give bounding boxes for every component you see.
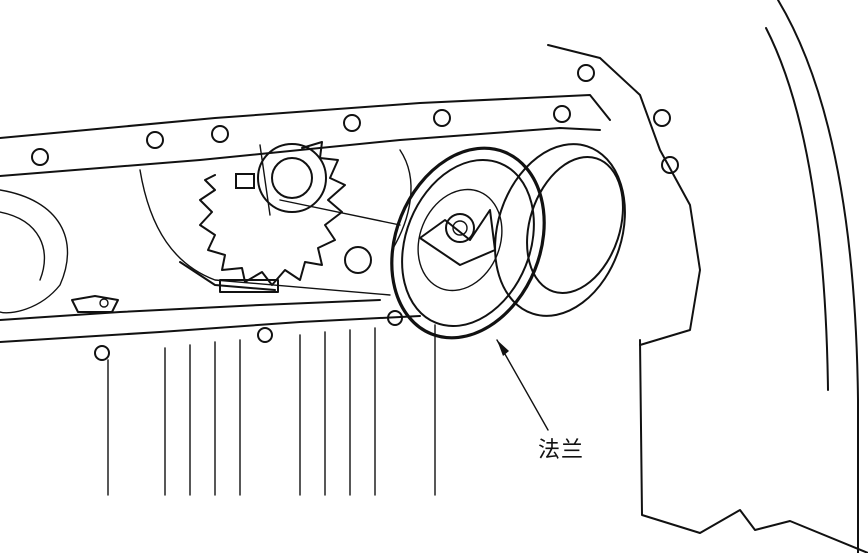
oil-pan-ribs <box>107 324 436 496</box>
flange-leader <box>496 339 549 431</box>
tensioner-bolt <box>344 246 372 274</box>
bolt-hole <box>211 125 229 143</box>
bolt-hole <box>653 109 671 127</box>
flange-callout-label: 法兰 <box>538 438 585 463</box>
cover-bolt-holes <box>31 64 679 174</box>
bolt-hole <box>577 64 595 82</box>
pulley-nut <box>445 213 475 243</box>
crank-sprocket <box>199 141 346 286</box>
link-bracket <box>219 279 279 293</box>
sprocket-key <box>235 173 255 189</box>
bolt-hole <box>553 105 571 123</box>
bolt-hole <box>661 156 679 174</box>
body-contour <box>547 0 868 553</box>
flange-pulley <box>390 143 626 340</box>
bolt-hole <box>146 131 164 149</box>
bolt-hole <box>31 148 49 166</box>
timing-cover <box>0 94 611 343</box>
bolt-hole <box>433 109 451 127</box>
lower-assembly <box>71 199 403 361</box>
bolt-hole <box>343 114 361 132</box>
